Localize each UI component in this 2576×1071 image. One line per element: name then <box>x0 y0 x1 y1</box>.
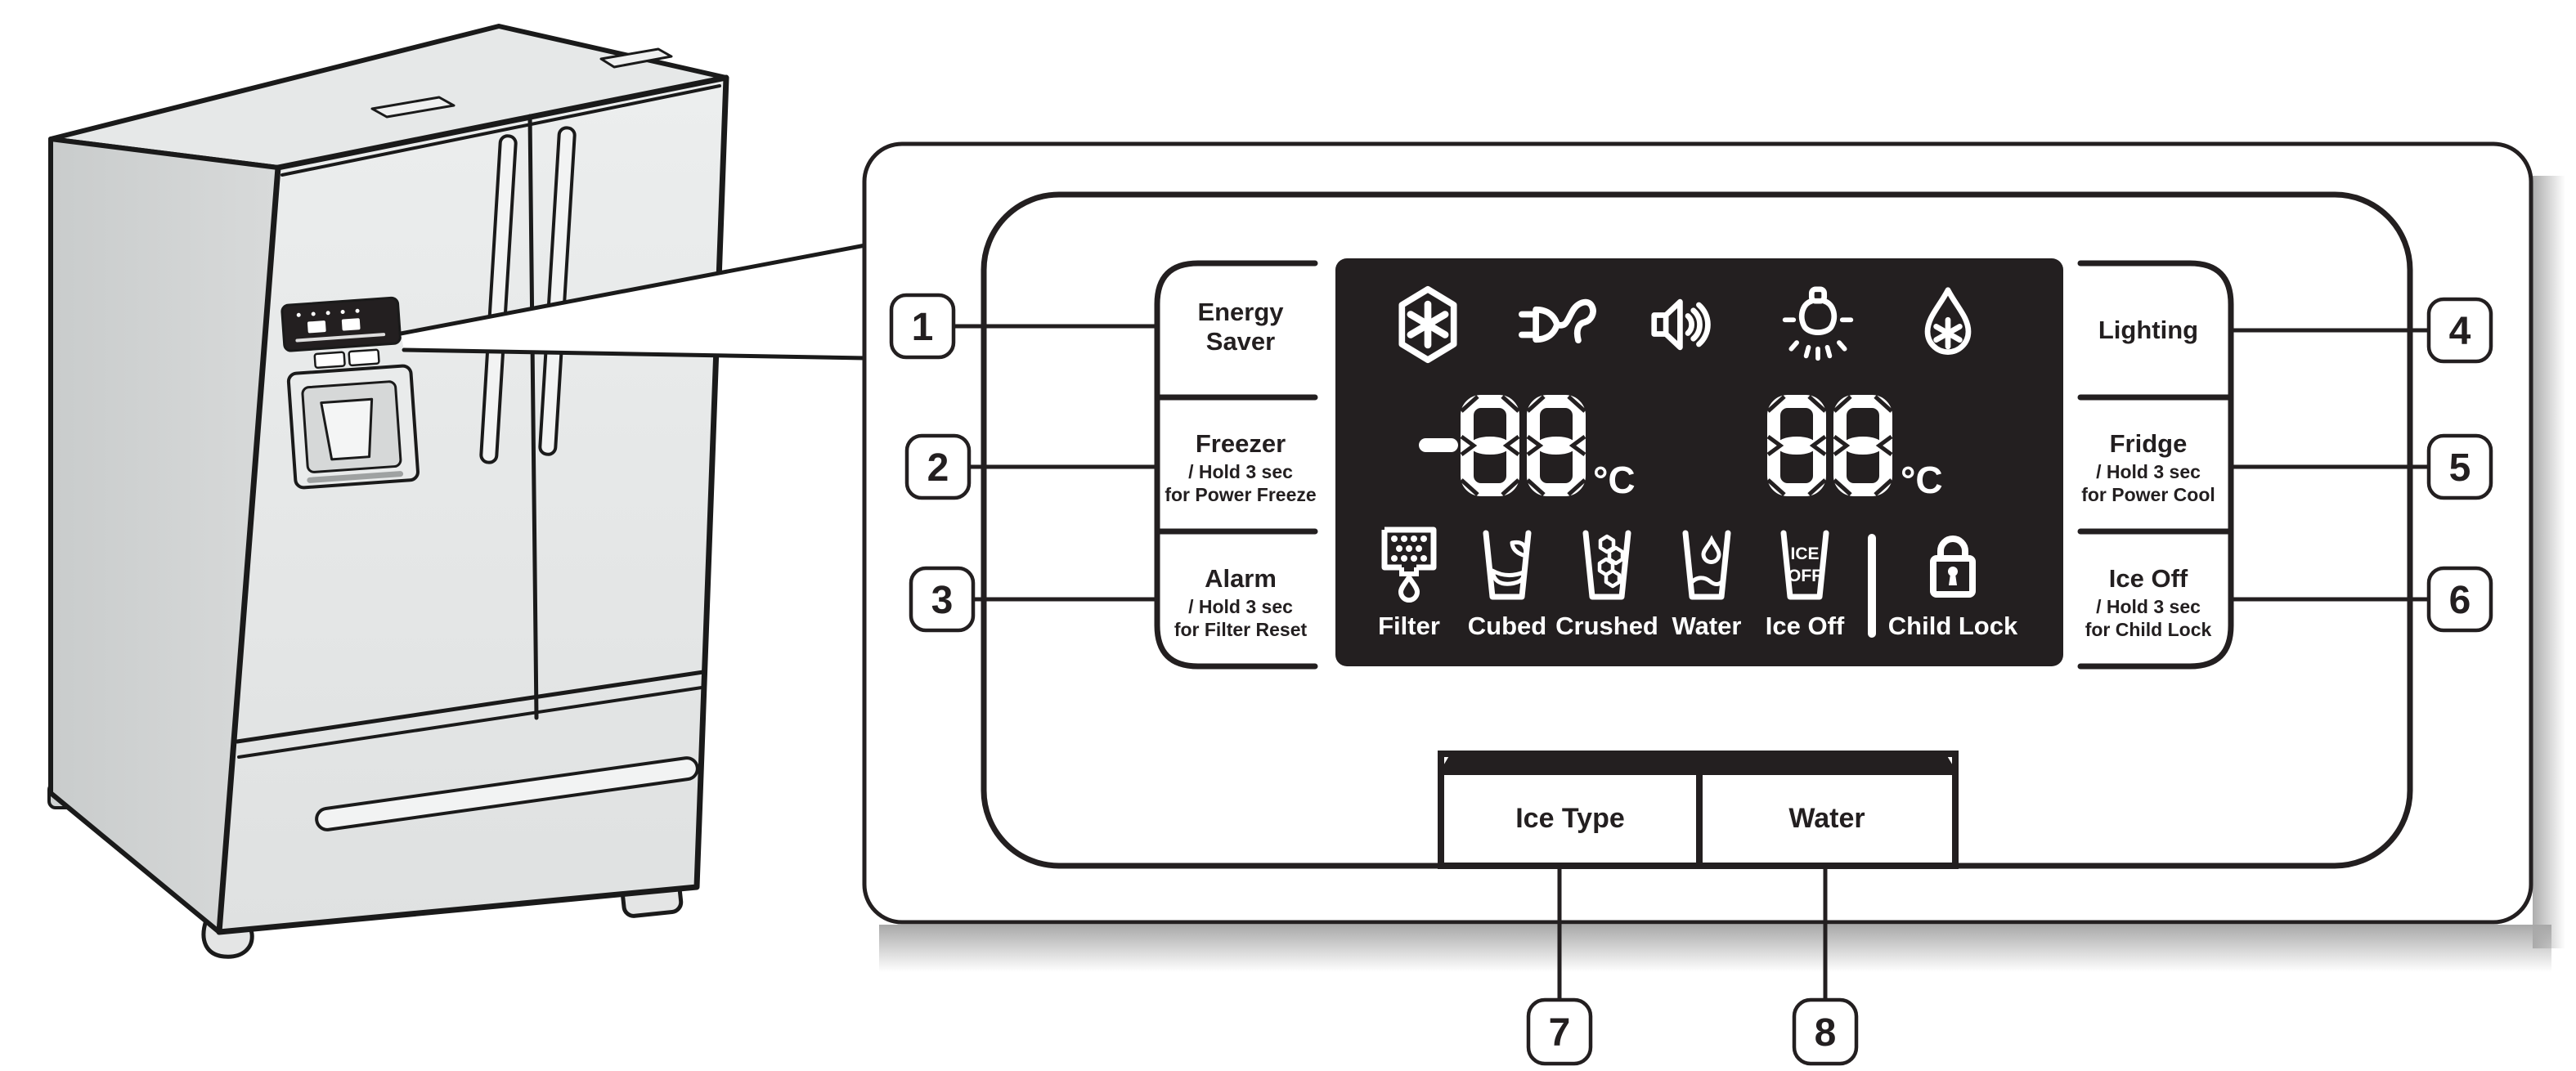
ice-off-icon-text-1: ICE <box>1790 544 1819 563</box>
callout-1: 1 <box>889 293 956 360</box>
energy-saver-label-2: Saver <box>1206 327 1275 356</box>
lcd-display <box>1335 258 2063 666</box>
fridge-temp-unit: °C <box>1901 459 1943 501</box>
alarm-label: Alarm <box>1205 564 1277 593</box>
callout-8: 8 <box>1792 997 1859 1066</box>
freezer-label: Freezer <box>1196 429 1286 458</box>
alarm-sub-1: / Hold 3 sec <box>1188 596 1293 617</box>
fridge-door-split <box>527 114 539 720</box>
minus-sign <box>1419 438 1458 452</box>
fridge-sub-2: for Power Cool <box>2081 484 2215 505</box>
fridge-sub-1: / Hold 3 sec <box>2096 461 2201 482</box>
refrigerator-illustration <box>47 24 868 959</box>
mini-panel-glyphs <box>295 308 386 343</box>
callout-5: 5 <box>2426 433 2493 500</box>
callout-4-number: 4 <box>2449 310 2471 353</box>
callout-2: 2 <box>904 433 972 500</box>
freezer-temp-unit: °C <box>1593 459 1636 501</box>
callout-1-number: 1 <box>912 306 934 349</box>
ice-off-sub-2: for Child Lock <box>2085 619 2212 640</box>
callout-4: 4 <box>2426 297 2493 364</box>
fridge-left-door-handle <box>479 134 518 464</box>
water-icon <box>1685 533 1728 597</box>
fridge-doors-bottom-edge <box>235 670 706 744</box>
ice-off-icon-text-2: OFF <box>1788 567 1822 585</box>
fridge-hinge-left <box>370 96 456 119</box>
energy-saver-button: Energy Saver <box>1197 298 1284 356</box>
filter-label: Filter <box>1378 612 1440 640</box>
cubed-ice-icon <box>1486 533 1528 597</box>
freezer-sub-1: / Hold 3 sec <box>1188 461 1293 482</box>
freezer-sub-2: for Power Freeze <box>1165 484 1316 505</box>
callout-7-number: 7 <box>1549 1011 1571 1055</box>
mini-water-button <box>348 348 380 367</box>
ice-type-button-label: Ice Type <box>1515 803 1625 834</box>
callout-3-number: 3 <box>931 579 954 622</box>
lighting-button: Lighting <box>2098 316 2198 344</box>
fridge-doors-top-edge <box>280 84 721 177</box>
ice-off-mode-label: Ice Off <box>1766 612 1845 640</box>
ice-off-icon: ICE OFF <box>1784 533 1826 597</box>
lighting-label: Lighting <box>2098 316 2198 344</box>
fridge-button: Fridge / Hold 3 sec for Power Cool <box>2081 429 2215 505</box>
fridge-freezer-handle <box>315 756 699 831</box>
fridge-hinge-right <box>599 47 673 69</box>
child-lock-icon <box>1930 536 1976 598</box>
panel-shadow-bottom <box>879 925 2551 972</box>
mini-ice-type-button <box>313 351 346 370</box>
water-button-label: Water <box>1788 803 1865 834</box>
callout-3: 3 <box>909 566 976 633</box>
fridge-temperature: °C <box>1768 397 1943 501</box>
alarm-sub-2: for Filter Reset <box>1174 619 1308 640</box>
fridge-dispenser-tray <box>307 471 404 483</box>
energy-saver-label-1: Energy <box>1197 298 1284 326</box>
ice-off-button: Ice Off / Hold 3 sec for Child Lock <box>2085 564 2212 640</box>
fridge-dispenser-paddle <box>320 397 374 461</box>
zoom-wedge <box>398 243 868 361</box>
fridge-drawer-top-edge <box>237 686 703 759</box>
dispenser-buttons: Ice Type Water <box>1438 751 1959 869</box>
callout-7: 7 <box>1526 997 1593 1066</box>
display-separator-bar <box>1868 534 1876 638</box>
callout-2-number: 2 <box>927 446 949 490</box>
water-mode-label: Water <box>1672 612 1742 640</box>
crushed-label: Crushed <box>1555 612 1658 640</box>
fridge-mini-control-panel <box>280 296 402 352</box>
panel-shadow-right <box>2533 176 2565 948</box>
callout-8-number: 8 <box>1815 1011 1837 1055</box>
fridge-label: Fridge <box>2110 429 2188 458</box>
callout-5-number: 5 <box>2449 446 2471 490</box>
ice-off-label: Ice Off <box>2109 564 2188 593</box>
child-lock-label: Child Lock <box>1888 612 2018 640</box>
callout-6-number: 6 <box>2449 579 2471 622</box>
fridge-front-face <box>216 74 729 935</box>
crushed-ice-icon <box>1586 533 1628 597</box>
callout-leader-lines <box>951 324 2431 1002</box>
freezer-button: Freezer / Hold 3 sec for Power Freeze <box>1165 429 1316 505</box>
fridge-right-door-handle <box>538 126 577 456</box>
alarm-button: Alarm / Hold 3 sec for Filter Reset <box>1174 564 1308 640</box>
cubed-label: Cubed <box>1468 612 1546 640</box>
ice-off-sub-1: / Hold 3 sec <box>2096 596 2201 617</box>
freezer-temperature: °C <box>1419 397 1636 501</box>
callout-6: 6 <box>2426 566 2493 633</box>
